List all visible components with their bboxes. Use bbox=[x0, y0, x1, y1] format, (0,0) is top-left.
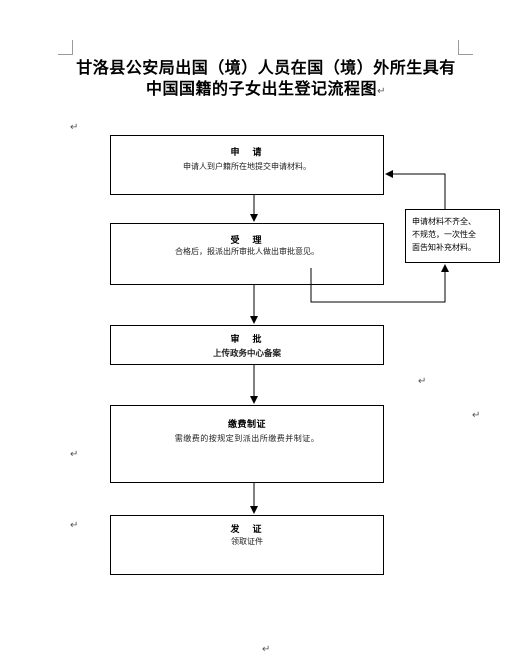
step-text: 申请人到户籍所在地提交申请材料。 bbox=[183, 162, 311, 171]
side-note-box: 申请材料不齐全、 不规范，一次性全 面告知补充材料。 bbox=[405, 209, 500, 263]
arrow-side-note-to-apply bbox=[385, 170, 446, 209]
step-text: 上传政务中心备案 bbox=[212, 349, 281, 359]
step-heading: 受 理 bbox=[230, 236, 264, 246]
side-note-line: 面告知补充材料。 bbox=[412, 243, 476, 252]
flow-step-approve: 审 批 上传政务中心备案 bbox=[110, 325, 384, 365]
flow-step-apply: 申 请 申请人到户籍所在地提交申请材料。 bbox=[110, 135, 384, 195]
paragraph-mark: ↵ bbox=[70, 122, 79, 133]
side-note-line: 不规范，一次性全 bbox=[412, 230, 476, 239]
paragraph-mark: ↵ bbox=[70, 449, 79, 460]
flow-step-fee-and-issue: 缴费制证 需缴费的按规定到派出所缴费并制证。 bbox=[110, 405, 384, 483]
step-heading: 缴费制证 bbox=[227, 420, 266, 430]
flow-step-accept: 受 理 合格后，报派出所审批人做出审批意见。 bbox=[110, 223, 384, 285]
step-text: 领取证件 bbox=[231, 537, 263, 546]
page-corner-mark-right bbox=[458, 40, 473, 55]
arrow-accept-to-side-note bbox=[310, 264, 449, 303]
paragraph-mark: ↵ bbox=[418, 376, 427, 387]
step-text: 合格后，报派出所审批人做出审批意见。 bbox=[175, 247, 319, 256]
flow-step-certificate: 发 证 领取证件 bbox=[110, 515, 384, 575]
paragraph-mark: ↵ bbox=[472, 410, 481, 421]
paragraph-mark: ↵ bbox=[70, 520, 79, 531]
step-heading: 申 请 bbox=[230, 148, 264, 158]
document-title-line2: 中国国籍的子女出生登记流程图↵ bbox=[146, 79, 386, 98]
side-note-line: 申请材料不齐全、 bbox=[412, 217, 476, 226]
page-corner-mark-left bbox=[58, 40, 73, 55]
document-title-line1: 甘洛县公安局出国（境）人员在国（境）外所生具有 bbox=[76, 58, 456, 77]
step-heading: 审 批 bbox=[230, 335, 264, 345]
step-heading: 发 证 bbox=[230, 525, 264, 535]
step-text: 需缴费的按规定到派出所缴费并制证。 bbox=[174, 434, 320, 443]
